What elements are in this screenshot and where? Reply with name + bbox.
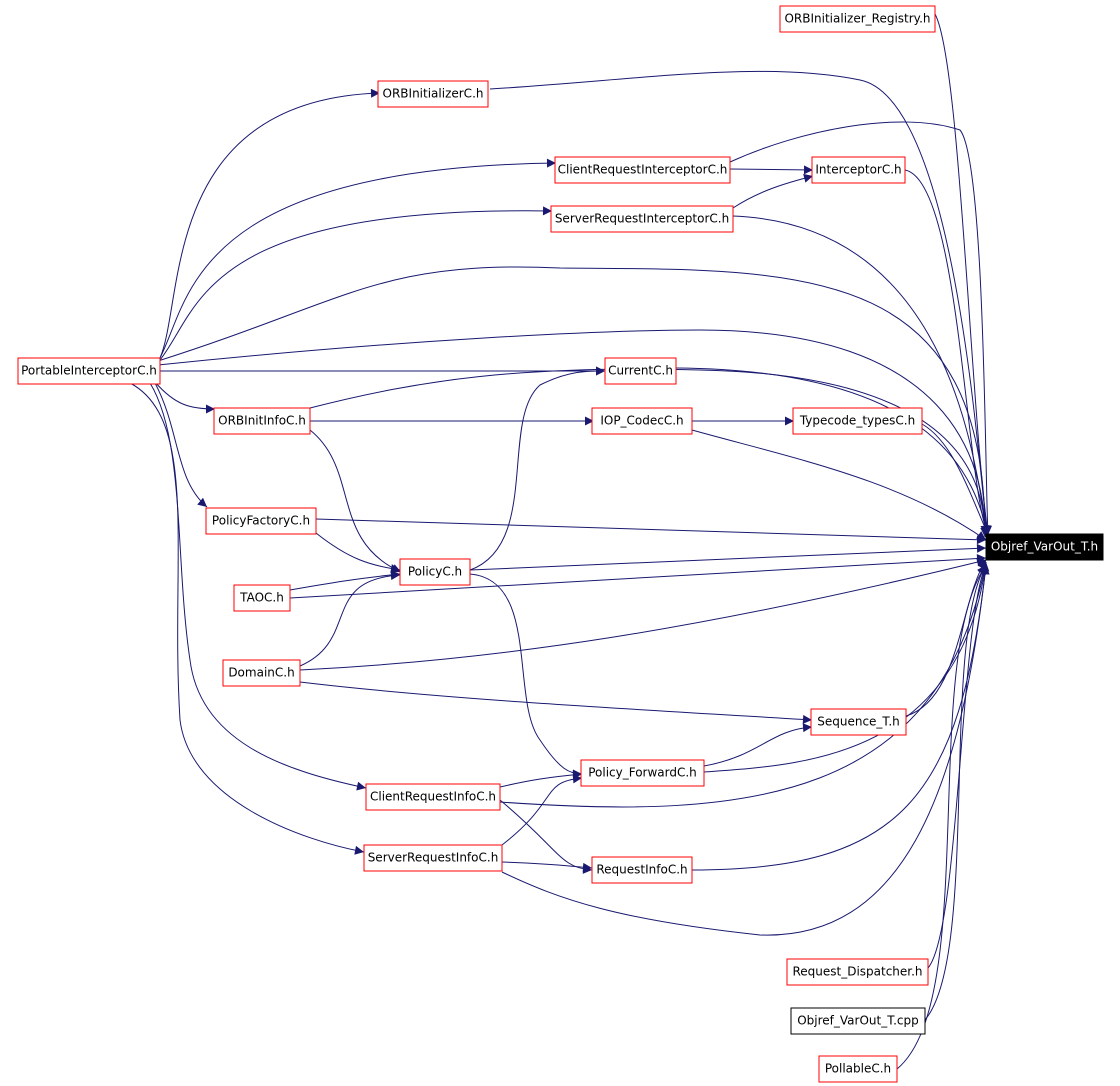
edge	[675, 367, 991, 536]
svg-text:PollableC.h: PollableC.h	[825, 1062, 891, 1076]
svg-text:RequestInfoC.h: RequestInfoC.h	[596, 863, 687, 877]
edge	[154, 381, 216, 414]
svg-text:Sequence_T.h: Sequence_T.h	[817, 715, 900, 729]
edge	[499, 799, 593, 874]
svg-text:DomainC.h: DomainC.h	[228, 666, 294, 680]
node-orbinitinfo[interactable]: ORBInitInfoC.h	[213, 407, 311, 435]
edge	[315, 518, 987, 545]
svg-text:CurrentC.h: CurrentC.h	[608, 364, 673, 378]
edge	[904, 169, 989, 536]
edge	[289, 570, 401, 591]
node-sequence[interactable]: Sequence_T.h	[810, 708, 907, 736]
node-policy-factory[interactable]: PolicyFactoryC.h	[205, 507, 317, 535]
node-server-request-info[interactable]: ServerRequestInfoC.h	[363, 844, 503, 872]
node-client-request-interceptor[interactable]: ClientRequestInterceptorC.h	[554, 156, 731, 184]
node-policy-forward[interactable]: Policy_ForwardC.h	[580, 759, 705, 787]
node-server-request-interceptor[interactable]: ServerRequestInterceptorC.h	[550, 205, 734, 233]
node-objref-varout[interactable]: Objref_VarOut_T.h	[985, 533, 1104, 561]
node-pollable[interactable]: PollableC.h	[818, 1055, 898, 1083]
edges	[129, 13, 993, 1070]
svg-text:PortableInterceptorC.h: PortableInterceptorC.h	[21, 364, 157, 378]
edge	[703, 723, 813, 767]
node-request-dispatcher[interactable]: Request_Dispatcher.h	[786, 958, 929, 986]
edge	[315, 532, 401, 573]
node-current[interactable]: CurrentC.h	[604, 357, 677, 385]
node-orbinitializer-registry[interactable]: ORBInitializer_Registry.h	[779, 5, 936, 33]
edge	[154, 382, 208, 508]
node-portable-interceptor[interactable]: PortableInterceptorC.h	[17, 357, 161, 385]
node-typecode-types[interactable]: Typecode_typesC.h	[792, 407, 923, 435]
svg-text:Objref_VarOut_T.h: Objref_VarOut_T.h	[991, 540, 1098, 554]
svg-text:ORBInitializer_Registry.h: ORBInitializer_Registry.h	[784, 12, 930, 26]
node-domain[interactable]: DomainC.h	[222, 659, 301, 687]
edge	[129, 382, 365, 855]
edge	[732, 215, 991, 536]
node-policy[interactable]: PolicyC.h	[399, 558, 471, 586]
node-objref-varout-cpp[interactable]: Objref_VarOut_T.cpp	[790, 1007, 926, 1035]
edge	[896, 564, 987, 1070]
svg-text:ServerRequestInterceptorC.h: ServerRequestInterceptorC.h	[555, 212, 729, 226]
node-interceptor[interactable]: InterceptorC.h	[811, 156, 906, 184]
edge	[691, 564, 990, 871]
svg-text:IOP_CodecC.h: IOP_CodecC.h	[600, 414, 683, 428]
svg-text:ServerRequestInfoC.h: ServerRequestInfoC.h	[368, 851, 499, 865]
edge	[905, 559, 987, 717]
edge	[469, 366, 606, 571]
edge	[729, 165, 814, 175]
edge	[159, 206, 553, 361]
svg-text:ORBInitializerC.h: ORBInitializerC.h	[383, 87, 484, 101]
edge	[157, 329, 990, 538]
edge	[309, 368, 990, 538]
edge	[501, 774, 583, 846]
edge	[469, 573, 583, 779]
edge	[732, 173, 814, 209]
edge	[934, 13, 992, 536]
edge	[157, 266, 990, 536]
svg-text:Typecode_typesC.h: Typecode_typesC.h	[799, 414, 915, 428]
node-taoc[interactable]: TAOC.h	[233, 584, 291, 612]
edge	[469, 543, 987, 571]
svg-text:ClientRequestInfoC.h: ClientRequestInfoC.h	[370, 790, 496, 804]
edge	[923, 564, 987, 1022]
svg-text:PolicyC.h: PolicyC.h	[408, 565, 462, 579]
edge	[927, 564, 987, 969]
edge	[729, 121, 993, 536]
edge	[299, 571, 401, 667]
svg-text:ClientRequestInterceptorC.h: ClientRequestInterceptorC.h	[558, 163, 728, 177]
svg-text:Objref_VarOut_T.cpp: Objref_VarOut_T.cpp	[797, 1014, 919, 1028]
edge	[159, 158, 557, 359]
node-request-info[interactable]: RequestInfoC.h	[591, 856, 693, 884]
svg-text:Request_Dispatcher.h: Request_Dispatcher.h	[792, 965, 922, 979]
edge	[309, 429, 402, 573]
edge	[501, 861, 593, 872]
edge	[703, 561, 990, 773]
edge	[489, 70, 991, 536]
edge	[159, 88, 381, 359]
svg-text:InterceptorC.h: InterceptorC.h	[815, 163, 901, 177]
edge	[299, 681, 813, 724]
edge	[691, 429, 987, 541]
svg-text:TAOC.h: TAOC.h	[239, 591, 284, 605]
nodes: ORBInitializer_Registry.h ORBInitializer…	[17, 5, 1104, 1083]
node-iop-codec[interactable]: IOP_CodecC.h	[591, 407, 693, 435]
node-orbinitializer[interactable]: ORBInitializerC.h	[377, 80, 489, 108]
svg-text:PolicyFactoryC.h: PolicyFactoryC.h	[212, 514, 310, 528]
edge	[299, 557, 987, 671]
node-client-request-info[interactable]: ClientRequestInfoC.h	[365, 783, 501, 811]
svg-text:ORBInitInfoC.h: ORBInitInfoC.h	[218, 414, 306, 428]
edge	[289, 554, 987, 599]
svg-text:Policy_ForwardC.h: Policy_ForwardC.h	[588, 766, 697, 780]
edge	[501, 564, 990, 936]
edge	[499, 561, 989, 808]
edge	[921, 423, 989, 536]
